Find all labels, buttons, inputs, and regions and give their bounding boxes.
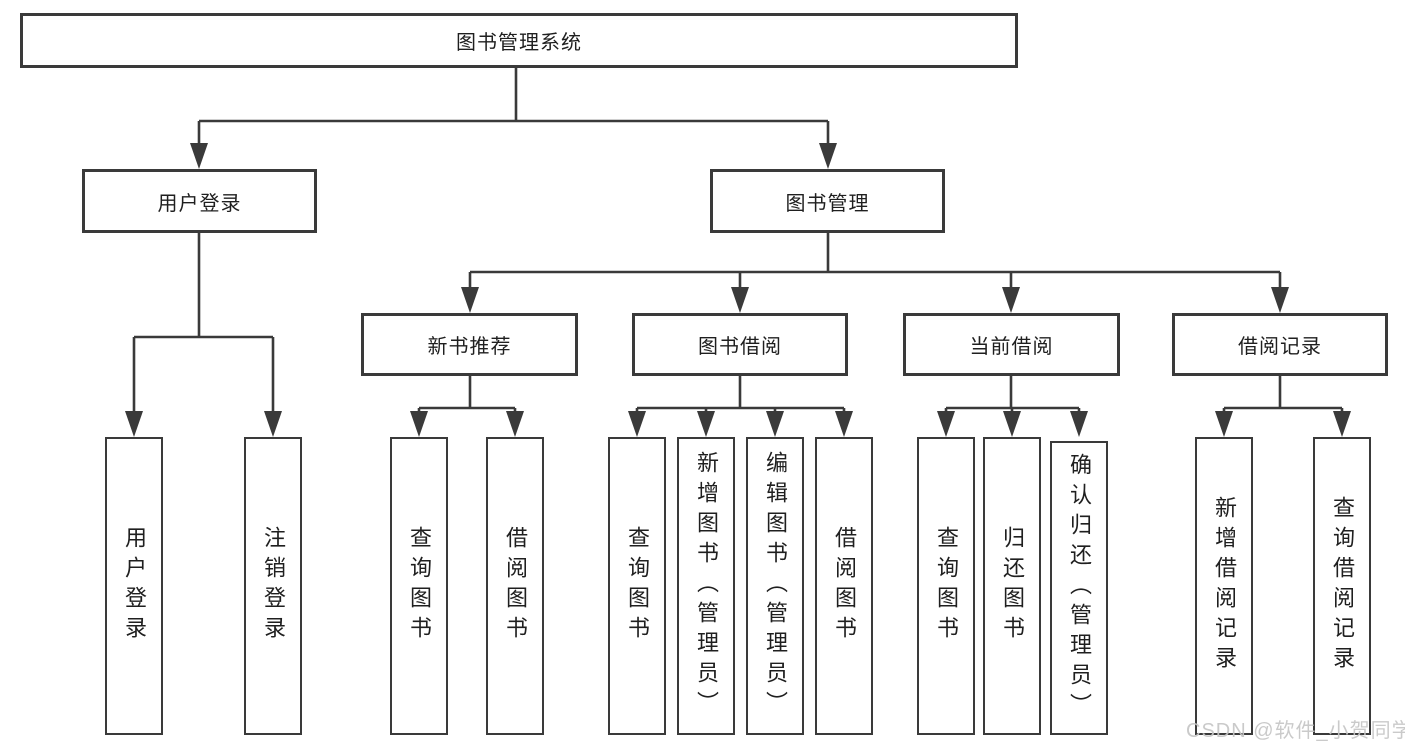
node-current-borrow-label: 当前借阅	[969, 336, 1054, 358]
node-new-book-recommend-label: 新书推荐	[427, 336, 512, 358]
leaf-logout-label: 注销登录	[261, 526, 286, 646]
arrowheads	[125, 143, 1351, 437]
leaf-confirm-return-admin: 确认归还（管理员）	[1050, 441, 1108, 735]
leaf-recommend-query-book: 查询图书	[390, 437, 448, 735]
leaf-user-login: 用户登录	[105, 437, 163, 735]
leaf-user-login-label: 用户登录	[122, 526, 147, 646]
leaf-recommend-query-book-label: 查询图书	[407, 526, 432, 646]
node-root-label: 图书管理系统	[456, 32, 582, 54]
leaf-add-borrow-record: 新增借阅记录	[1195, 437, 1253, 735]
node-borrow-record-label: 借阅记录	[1238, 336, 1322, 358]
leaf-query-borrow-record: 查询借阅记录	[1313, 437, 1371, 735]
leaf-return-book: 归还图书	[983, 437, 1041, 735]
leaf-borrow-book: 借阅图书	[815, 437, 873, 735]
node-root-system: 图书管理系统	[20, 13, 1018, 68]
node-book-management-branch: 图书管理	[710, 169, 945, 233]
node-user-login-branch-label: 用户登录	[157, 192, 242, 215]
node-current-borrow: 当前借阅	[903, 313, 1120, 376]
leaf-borrow-query-book-label: 查询图书	[625, 526, 650, 646]
leaf-edit-book-admin: 编辑图书（管理员）	[746, 437, 804, 735]
leaf-logout: 注销登录	[244, 437, 302, 735]
leaf-add-borrow-record-label: 新增借阅记录	[1212, 496, 1237, 676]
leaf-borrow-query-book: 查询图书	[608, 437, 666, 735]
leaf-edit-book-admin-label: 编辑图书（管理员）	[763, 451, 788, 721]
node-borrow-record: 借阅记录	[1172, 313, 1388, 376]
leaf-recommend-borrow-book: 借阅图书	[486, 437, 544, 735]
leaf-borrow-book-label: 借阅图书	[832, 526, 857, 646]
leaf-add-book-admin: 新增图书（管理员）	[677, 437, 735, 735]
leaf-query-borrow-record-label: 查询借阅记录	[1330, 496, 1355, 676]
leaf-current-query-book: 查询图书	[917, 437, 975, 735]
leaf-confirm-return-admin-label: 确认归还（管理员）	[1067, 453, 1092, 723]
csdn-watermark: CSDN @软件_小贺同学	[1186, 720, 1405, 742]
leaf-current-query-book-label: 查询图书	[934, 526, 959, 646]
node-new-book-recommend: 新书推荐	[361, 313, 578, 376]
node-book-management-branch-label: 图书管理	[785, 192, 870, 215]
node-user-login-branch: 用户登录	[82, 169, 317, 233]
leaf-add-book-admin-label: 新增图书（管理员）	[694, 451, 719, 721]
node-book-borrow: 图书借阅	[632, 313, 848, 376]
node-book-borrow-label: 图书借阅	[698, 336, 782, 358]
leaf-return-book-label: 归还图书	[1000, 526, 1025, 646]
leaf-recommend-borrow-book-label: 借阅图书	[503, 526, 528, 646]
